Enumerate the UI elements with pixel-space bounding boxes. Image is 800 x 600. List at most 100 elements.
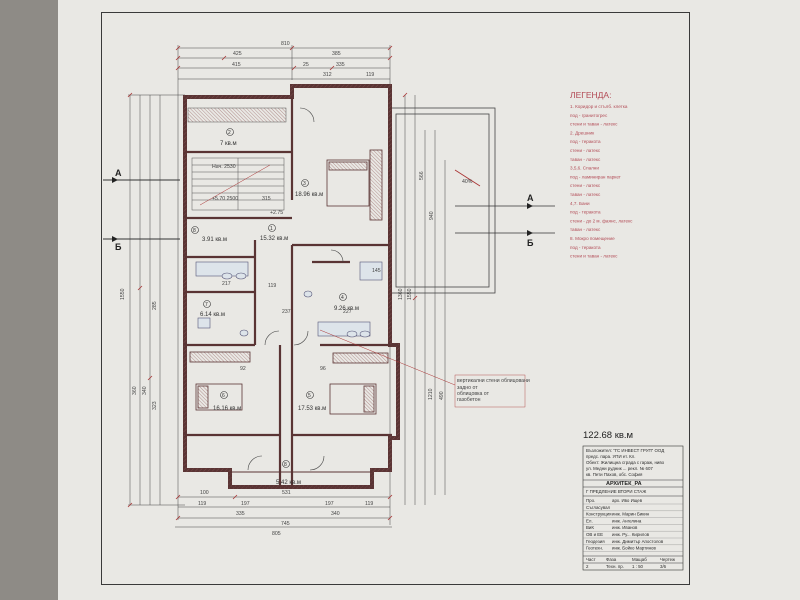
dim-left-total: 1550	[120, 288, 126, 300]
legend-line: стени и таван - латекс	[570, 254, 618, 259]
room-8-lower: 8 5.42 кв.м	[276, 460, 301, 486]
svg-text:6.14 кв.м: 6.14 кв.м	[200, 312, 225, 318]
investor-line: Обект: Жилищна сграда с гараж, ниво	[586, 460, 665, 465]
svg-text:8: 8	[284, 462, 287, 468]
dim-top-d: 312	[323, 72, 332, 78]
dim-in-1: 315	[262, 196, 271, 202]
dim-left-b: 340	[142, 386, 148, 395]
svg-text:8: 8	[193, 228, 196, 234]
svg-text:2: 2	[228, 130, 231, 136]
tb-footer-head: Фаза	[606, 557, 617, 562]
legend-line: стени и таван - латекс	[570, 122, 618, 127]
dim-right-c: 1550	[407, 288, 413, 300]
bath-fixtures	[195, 261, 383, 338]
legend-line: таван - латекс	[570, 227, 601, 232]
legend-line: стени - латекс	[570, 148, 601, 153]
walls	[183, 84, 400, 489]
tb-footer-value: 2	[586, 564, 589, 569]
svg-text:газобетон: газобетон	[457, 397, 481, 403]
legend-line: под - гранитогрес	[570, 113, 608, 118]
legend-line: стени - до 2 м. фаянс, латекс	[570, 218, 633, 223]
dim-bottom-g: 119	[365, 501, 373, 507]
wall-note: вертикални стени облицовани задно от обл…	[319, 329, 530, 408]
roof-terrace	[389, 107, 496, 294]
dim-bottom-d: 197	[241, 501, 250, 507]
dim-top-e: 335	[336, 62, 345, 68]
investor-line: кв. Пети Пахов, обс. София	[586, 472, 643, 477]
dim-bottom-f: 119	[198, 501, 206, 507]
tb-footer-value: Техн. пр.	[606, 564, 624, 569]
bed-room3	[326, 149, 383, 221]
dim-bottom-total: 805	[272, 531, 281, 537]
room-8-upper: 8 3.91 кв.м	[191, 226, 227, 243]
drawing-sheet	[58, 0, 800, 600]
dim-bottom-h: 100	[200, 490, 209, 496]
dim-top-a: 425	[233, 51, 242, 57]
legend-line: под - теракота	[570, 139, 601, 144]
legend-line: таван - латекс	[570, 157, 601, 162]
section-b-right: Б	[527, 238, 534, 248]
dim-left-c: 323	[152, 401, 158, 410]
legend-line: 1. Коридор и стълб. клетка	[570, 104, 628, 109]
legend-line: стени - латекс	[570, 183, 601, 188]
dim-top-b: 385	[332, 51, 341, 57]
legend-title: ЛЕГЕНДА:	[570, 90, 611, 100]
dim-right-d: 490	[439, 391, 445, 400]
dim-top-f: 119	[366, 72, 374, 78]
svg-text:9.26 кв.м: 9.26 кв.м	[334, 306, 359, 312]
section-a-left: А	[115, 168, 122, 178]
svg-text:7 кв.м: 7 кв.м	[220, 141, 237, 147]
section-b-left: Б	[115, 242, 122, 252]
tb-row-name: инж. Иванов	[612, 525, 638, 530]
tb-row-role: Конструкция	[586, 512, 612, 517]
dim-bottom-e: 197	[325, 501, 334, 507]
dim-bottom-b: 335	[236, 511, 245, 517]
legend-line: под - теракота	[570, 245, 601, 250]
drawing-frame	[101, 12, 690, 585]
dim-top-c: 415	[232, 62, 241, 68]
svg-text:3.91 кв.м: 3.91 кв.м	[202, 237, 227, 243]
dim-top-total: 810	[281, 41, 290, 47]
room-5: 5 17.53 кв.м	[298, 391, 326, 412]
dim-in-4: 145	[372, 268, 381, 274]
tb-row-role: Геодезия	[586, 539, 605, 544]
tb-row-name: инж. Марин Бикин	[612, 512, 650, 517]
dim-bottom-c: 340	[331, 511, 340, 517]
svg-text:15.32 кв.м: 15.32 кв.м	[260, 236, 288, 242]
roof-slope-label: 40%	[462, 179, 473, 185]
investor-line: предс. пара. УПИ ет. Кл.	[586, 454, 635, 459]
svg-text:3: 3	[303, 181, 306, 187]
room-2: 2 7 кв.м	[220, 128, 237, 147]
dim-in-3: 217	[222, 281, 231, 287]
legend-line: таван - латекс	[570, 192, 601, 197]
tb-row-name: инж. Ру... Кирилов	[612, 532, 650, 537]
dim-left-a: 360	[132, 386, 138, 395]
dim-in-9: 531	[282, 490, 291, 496]
dim-right-b: 940	[429, 211, 435, 220]
staircase	[191, 157, 285, 211]
tb-row-role: Геотехн.	[586, 546, 603, 551]
svg-text:18.96 кв.м: 18.96 кв.м	[295, 192, 323, 198]
tb-footer-value: 1 : 50	[632, 564, 644, 569]
legend-line: 3,5,6. Спални	[570, 166, 599, 171]
tb-row-role: ОВ и ЕЕ	[586, 532, 603, 537]
dim-in-2: 237	[282, 309, 291, 315]
title-block: 122.68 кв.м АРХИТЕК_РА Г ПРЕДЛЕНИЕ ВТОРИ…	[582, 430, 684, 571]
legend-line: под - ламиниран паркет	[570, 174, 622, 179]
svg-text:4: 4	[341, 295, 344, 301]
tb-row-name: арх. Иво Ищев	[612, 498, 643, 503]
investor-line: Възложител: "ГС ИНВЕСТ ГРУП" ООД	[586, 448, 664, 453]
stair-level: +2.75	[270, 210, 283, 216]
stair-note-1: Нач. 2530	[212, 164, 236, 170]
room-6: 6 16.16 кв.м	[213, 391, 241, 412]
dim-in-7: 227	[343, 309, 352, 315]
tb-footer-value: 3/6	[660, 564, 667, 569]
tb-footer-head: Чертеж	[660, 557, 675, 562]
legend: ЛЕГЕНДА: 1. Коридор и стълб. клетка под -…	[570, 90, 633, 259]
svg-text:5: 5	[308, 393, 311, 399]
tb-row-name: инж. Ангелина	[612, 518, 642, 523]
dimension-ticks	[127, 45, 418, 521]
dim-top-g: 25	[303, 62, 309, 68]
dim-right-e: 1360	[398, 288, 404, 300]
wardrobe-hatch	[187, 107, 287, 123]
